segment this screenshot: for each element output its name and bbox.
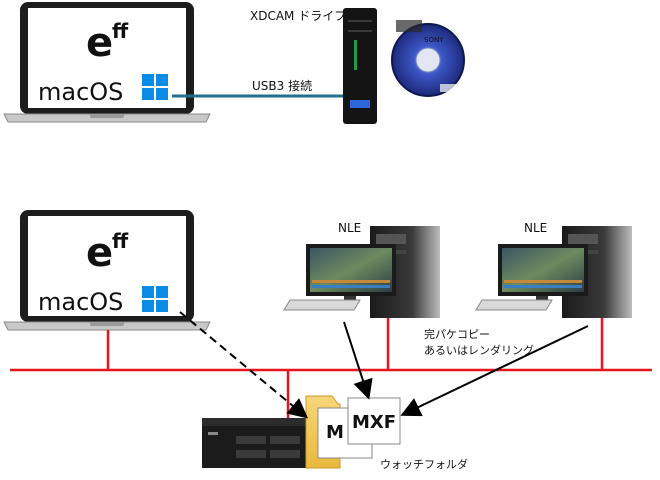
nle-left-keyboard xyxy=(283,299,361,311)
laptop-top: e ff macOS xyxy=(3,2,211,123)
nle-left-screen xyxy=(310,248,392,292)
eff-logo-super: ff xyxy=(112,229,129,253)
macos-label: macOS xyxy=(38,288,123,316)
watch-folder-label: ウォッチフォルダ xyxy=(380,457,468,471)
mxf-file-back-label: M xyxy=(326,422,344,443)
mxf-file-front xyxy=(347,397,401,445)
render-note-line2: あるいはレンダリング xyxy=(424,343,534,357)
nle-workstation-left xyxy=(283,226,440,318)
eff-logo-mark: e xyxy=(86,20,113,66)
nas-body xyxy=(202,426,306,468)
xdcam-drive-label: XDCAM ドライブ xyxy=(250,8,346,23)
nas-storage xyxy=(202,418,306,468)
mxf-file-front-label: MXF xyxy=(352,412,396,433)
eff-logo-super: ff xyxy=(112,19,129,43)
nle-right-screen xyxy=(502,248,584,292)
arrow-nle-left-to-folder xyxy=(343,321,373,400)
network-lines xyxy=(10,310,652,420)
laptop-bottom-screen xyxy=(28,216,186,316)
nle-right-keyboard xyxy=(475,299,553,311)
eff-logo-mark: e xyxy=(86,230,113,276)
laptop-bottom: e ff macOS xyxy=(3,210,211,331)
windows-icon xyxy=(142,286,168,312)
usb-label: USB3 接続 xyxy=(252,78,312,93)
arrow-nle-right-to-folder xyxy=(400,325,589,417)
nle-workstation-right xyxy=(475,226,632,318)
laptop-top-notch xyxy=(90,114,124,118)
watch-folder: M MXF xyxy=(305,395,401,469)
drive-led xyxy=(354,40,357,70)
drive-body xyxy=(343,8,377,124)
nle-right-label: NLE xyxy=(524,221,547,235)
xdcam-drive: SONY xyxy=(343,8,465,124)
disc-brand: SONY xyxy=(424,36,444,44)
render-note-line1: 完パケコピー xyxy=(424,327,490,341)
windows-icon xyxy=(142,74,168,100)
macos-label: macOS xyxy=(38,78,123,106)
dashed-arrow-laptop-to-folder xyxy=(179,311,309,419)
nle-left-label: NLE xyxy=(338,221,361,235)
drive-usb-port xyxy=(350,100,370,108)
